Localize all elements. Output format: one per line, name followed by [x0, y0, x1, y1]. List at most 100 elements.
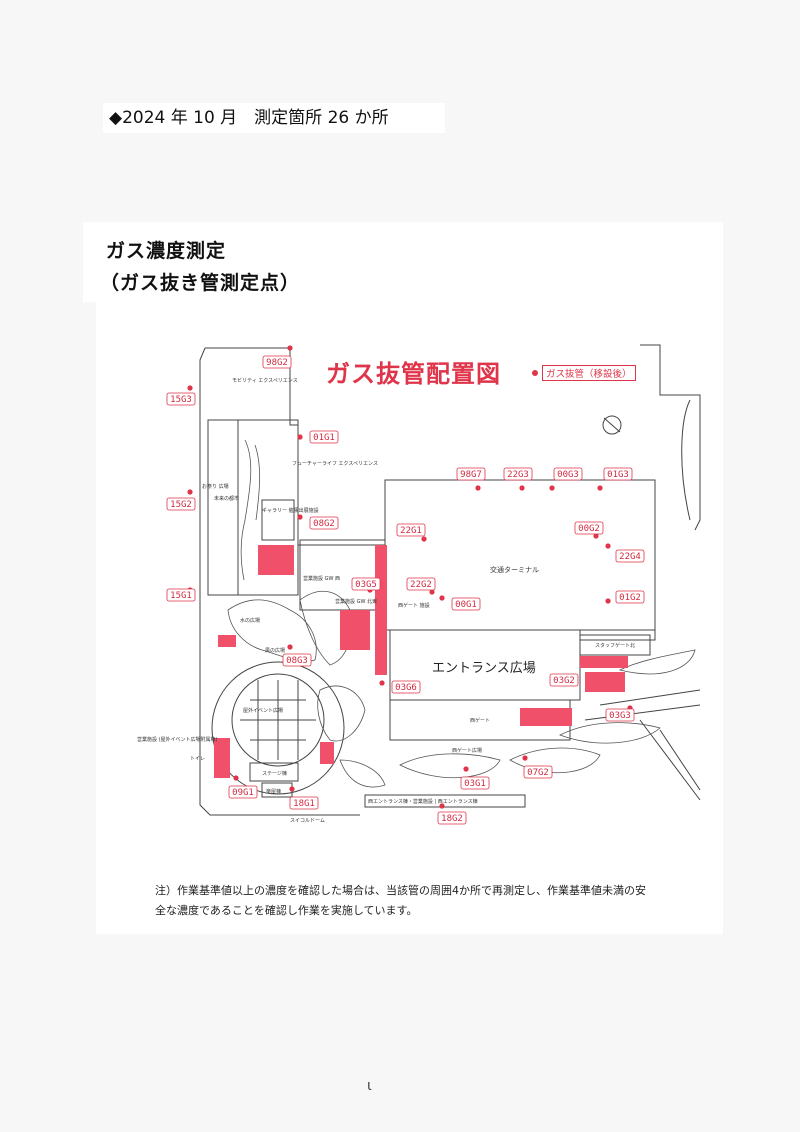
point-label-box [437, 811, 467, 825]
point-marker-icon [519, 485, 525, 491]
point-label-box [451, 597, 481, 611]
point-marker-icon [187, 385, 193, 391]
point-marker-icon [379, 680, 385, 686]
measurement-point-01g3: 01G3 [597, 467, 633, 491]
measurement-point-08g2: 08G2 [297, 514, 339, 530]
facility-future-city: 未来の都市 [214, 495, 239, 502]
point-marker-icon [439, 803, 445, 809]
facility-staff-gate: スタッフゲート北 [595, 642, 635, 649]
section-heading-background [83, 222, 318, 302]
point-label: 15G1 [170, 591, 192, 601]
point-marker-icon [297, 434, 303, 440]
facility-west-gate-plaza: 西ゲート広場 [452, 747, 482, 754]
point-marker-icon [287, 345, 293, 351]
point-label: 08G2 [313, 519, 335, 529]
point-label: 18G2 [441, 814, 463, 824]
point-label: 07G2 [527, 768, 549, 778]
point-label-box [166, 588, 196, 602]
measurement-point-03g5: 03G5 [351, 577, 381, 593]
measurement-point-22g1: 22G1 [396, 523, 427, 542]
point-marker-icon [605, 543, 611, 549]
point-label-box [605, 708, 635, 722]
facility-gallery: ギャラリー 催事出展施設 [262, 507, 319, 514]
facility-entrance-plaza: エントランス広場 [432, 661, 536, 676]
point-marker-icon [297, 514, 303, 520]
point-label-box [309, 516, 339, 530]
point-label-box [351, 577, 381, 591]
facility-backstage: 楽屋棟 [266, 788, 281, 795]
map-legend: ガス抜管（移設後） [532, 365, 636, 381]
point-marker-icon [187, 489, 193, 495]
measurement-point-18g1: 18G1 [289, 786, 319, 810]
facility-outdoor-event: 屋外イベント広場 [243, 707, 283, 714]
measurement-point-03g3: 03G3 [605, 705, 635, 722]
point-marker-icon [597, 485, 603, 491]
point-marker-icon [463, 766, 469, 772]
point-label-box [396, 523, 426, 537]
measurement-note: 注）作業基準値以上の濃度を確認した場合は、当該管の周囲4か所で再測定し、作業基準… [155, 881, 695, 921]
point-label: 01G2 [619, 593, 641, 603]
section-title-line1: ガス濃度測定 [106, 240, 227, 262]
point-label-box [523, 765, 553, 779]
point-marker-icon [475, 485, 481, 491]
facility-future-life: フューチャーライフ エクスペリエンス [292, 461, 378, 467]
point-marker-icon [593, 533, 599, 539]
facility-ogawa-plaza: お祭り 広場 [202, 483, 229, 490]
measurement-point-98g7: 98G7 [456, 467, 486, 491]
point-label: 22G3 [507, 470, 529, 480]
facility-terminal: 交通ターミナル [490, 565, 539, 574]
facility-west-gate: 西ゲート [470, 717, 490, 724]
facility-stage: ステージ棟 [262, 770, 287, 777]
measurement-point-03g2: 03G2 [549, 673, 579, 687]
measurement-point-15g2: 15G2 [166, 489, 196, 511]
point-label-box [603, 467, 633, 481]
point-label: 01G3 [607, 470, 629, 480]
measurement-point-01g2: 01G2 [605, 590, 645, 604]
measurement-point-22g2: 22G2 [406, 577, 436, 595]
point-label-box [574, 521, 604, 535]
point-label-box [406, 577, 436, 591]
point-label-box [553, 467, 583, 481]
facility-toilet: トイレ [190, 756, 205, 762]
measurement-point-00g3: 00G3 [549, 467, 583, 491]
point-label: 00G1 [455, 600, 477, 610]
legend-label: ガス抜管（移設後） [542, 365, 636, 381]
point-label-box [166, 497, 196, 511]
measurement-point-07g2: 07G2 [522, 755, 553, 779]
point-label: 03G6 [395, 683, 417, 693]
measurement-point-15g1: 15G1 [166, 587, 196, 602]
measurement-point-22g4: 22G4 [605, 543, 645, 563]
point-label: 01G1 [313, 433, 335, 443]
point-label: 98G7 [460, 470, 482, 480]
point-marker-icon [549, 485, 555, 491]
facility-shop-gw: 営業施設 GW 西 [303, 575, 340, 582]
measurement-point-00g2: 00G2 [574, 521, 604, 539]
point-marker-icon [522, 755, 528, 761]
facility-west-gate-building: 西ゲート 施設 [398, 602, 430, 609]
point-label: 08G3 [286, 656, 308, 666]
map-title: ガス抜管配置図 [326, 360, 501, 388]
facility-shop-gw-north: 営業施設 GW 北東 [335, 598, 377, 605]
point-label: 00G3 [557, 470, 579, 480]
facility-water-plaza: 水の広場 [240, 617, 260, 624]
point-label: 03G3 [609, 711, 631, 721]
point-label-box [289, 796, 319, 810]
facility-eco-dome: スイコルドーム [290, 818, 325, 824]
point-marker-icon [421, 536, 427, 542]
point-marker-icon [233, 775, 239, 781]
point-label: 22G2 [410, 580, 432, 590]
point-marker-icon [429, 589, 435, 595]
legend-marker-icon [532, 370, 538, 376]
point-label-box [615, 549, 645, 563]
measurement-point-03g1: 03G1 [460, 766, 490, 790]
measurement-point-15g3: 15G3 [166, 385, 196, 406]
point-label-box [615, 590, 645, 604]
point-label: 00G2 [578, 524, 600, 534]
point-label: 03G1 [464, 779, 486, 789]
point-label: 09G1 [232, 788, 254, 798]
facility-shop-outdoor: 営業施設 (屋外イベント広場附属棟) [137, 736, 218, 743]
facility-west-entrance: 西エントランス棟・営業施設 | 西エントランス棟 [368, 798, 478, 805]
note-line2: 全な濃度であることを確認し作業を実施しています。 [155, 904, 418, 917]
